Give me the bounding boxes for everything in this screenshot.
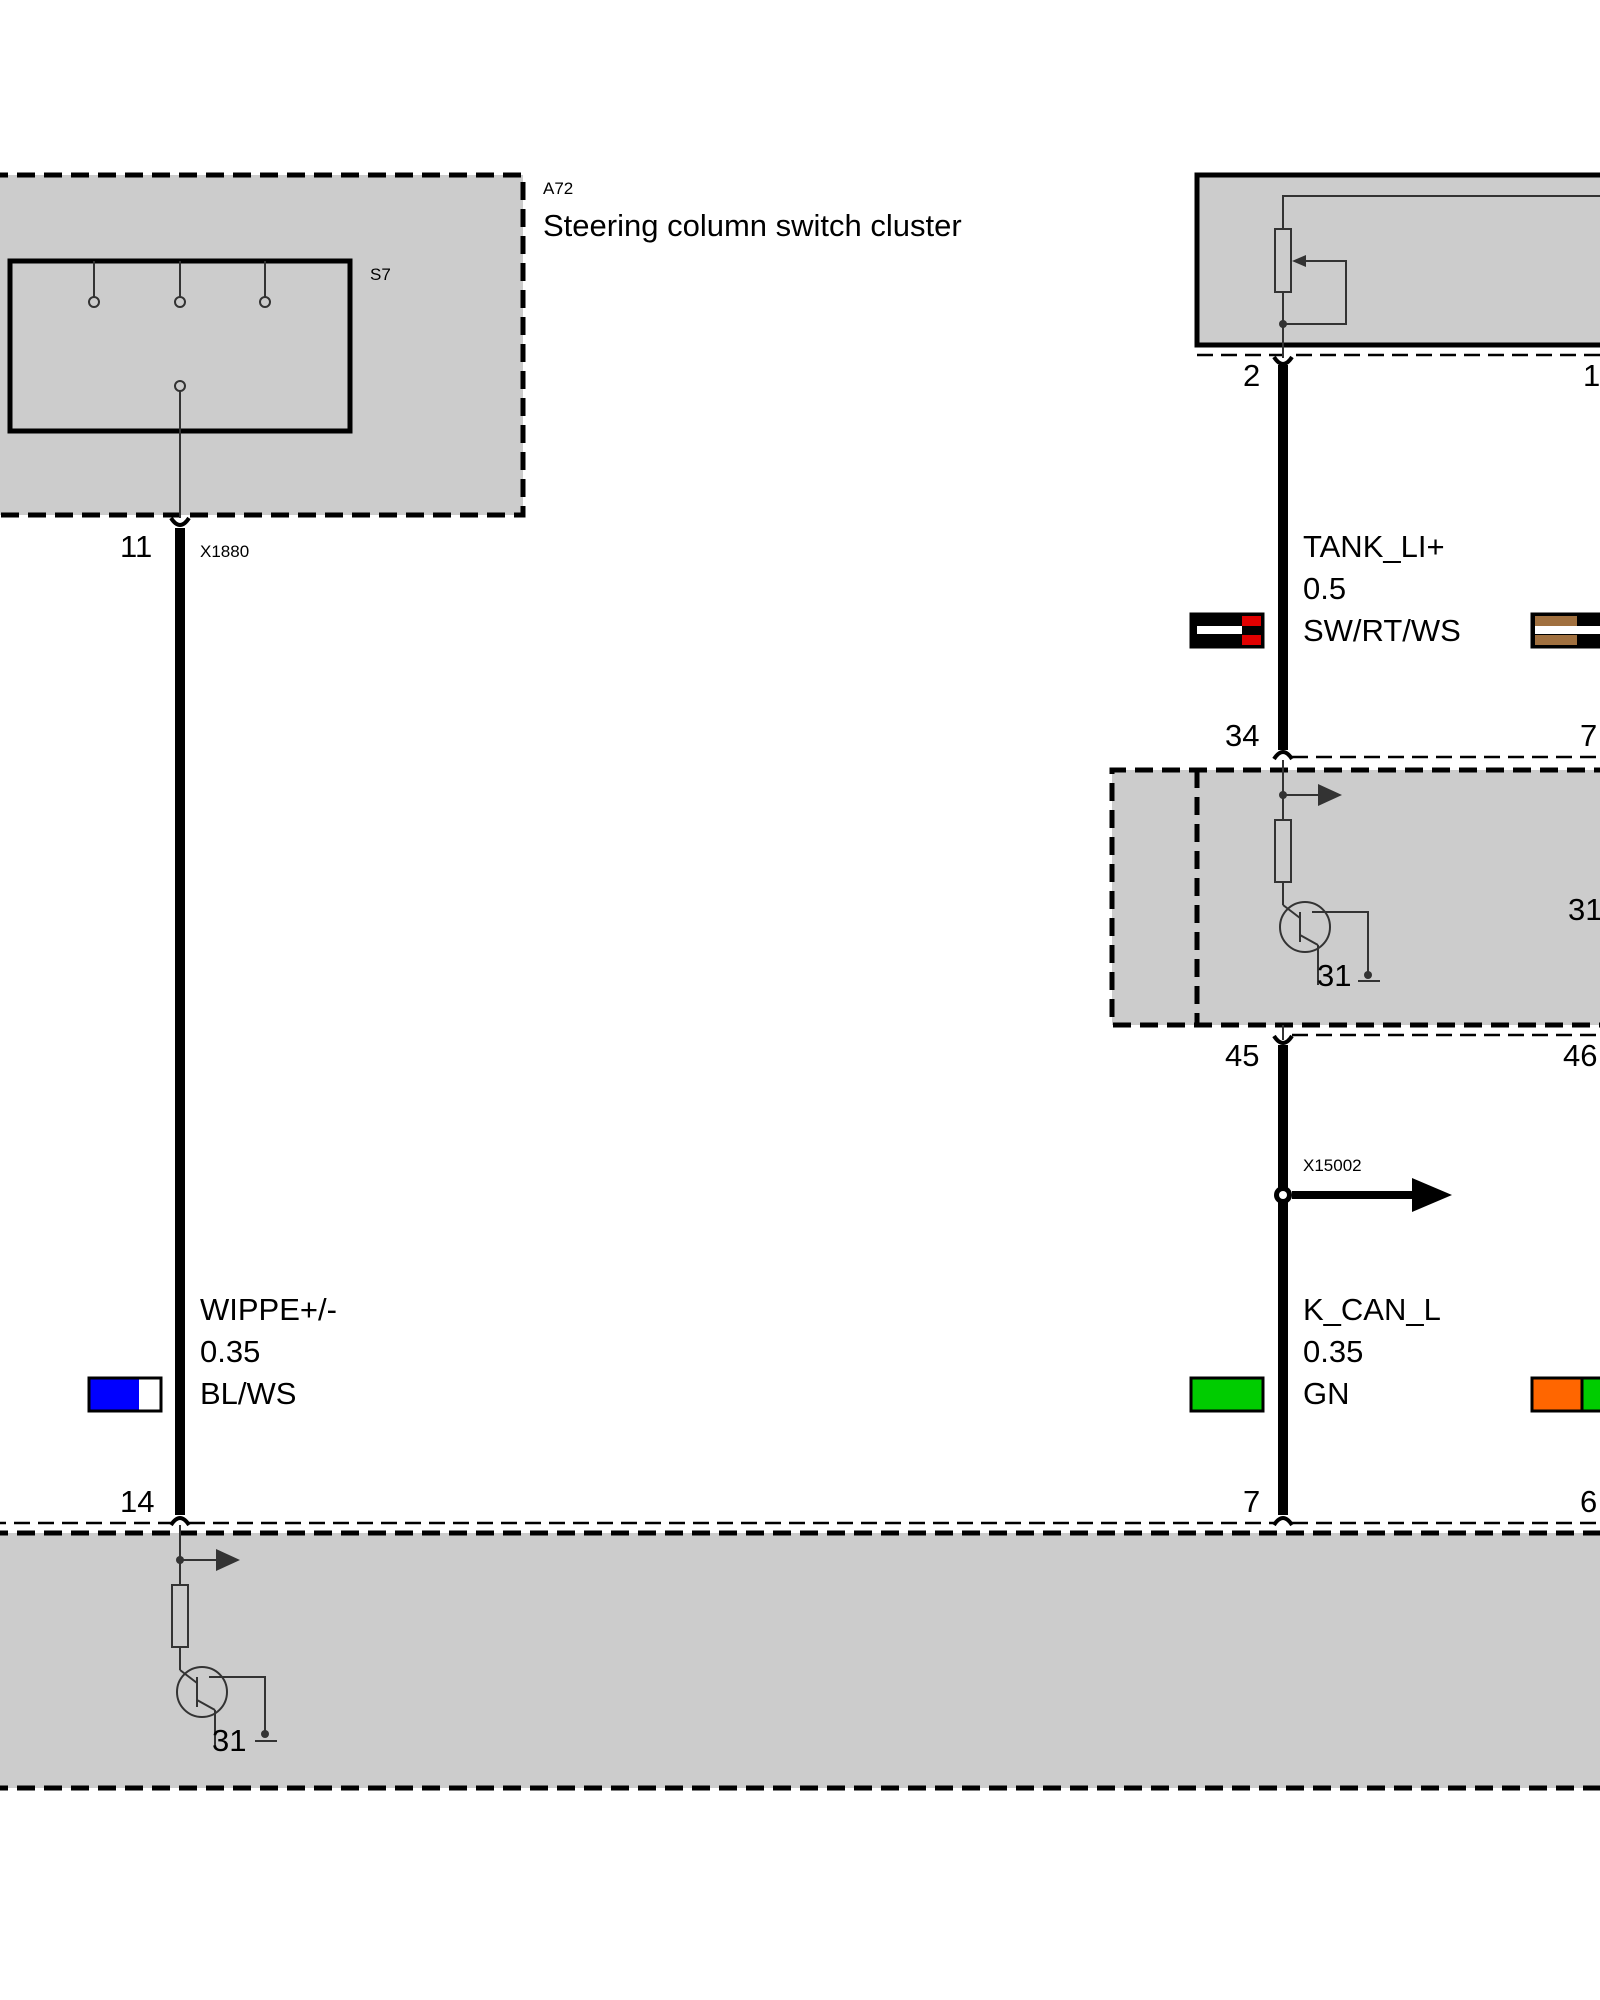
s7-id: S7	[370, 265, 391, 284]
wire-wippe	[169, 516, 191, 1527]
wippe-signal: WIPPE+/-	[200, 1292, 337, 1327]
a72-module	[0, 172, 526, 518]
bottom-module	[0, 1521, 1600, 1791]
ground-31-bottom: 31	[212, 1723, 246, 1758]
kcan-signal: K_CAN_L	[1303, 1292, 1441, 1327]
pin-31-side: 31	[1568, 892, 1600, 927]
wire-kcan	[1272, 1034, 1294, 1527]
kcan-color-code: GN	[1303, 1376, 1350, 1411]
pin-2: 2	[1243, 358, 1260, 393]
tank-signal: TANK_LI+	[1303, 529, 1445, 564]
pin-7-bottom: 7	[1243, 1484, 1260, 1519]
pin-34: 34	[1225, 718, 1259, 753]
tank-gauge: 0.5	[1303, 571, 1346, 606]
connector-x1880: X1880	[200, 542, 249, 561]
connector-x15002: X15002	[1303, 1156, 1362, 1175]
middle-module	[1109, 755, 1600, 1040]
kcan-color-swatch	[1189, 1376, 1265, 1413]
pin-46: 46	[1563, 1038, 1597, 1073]
tank-color-code: SW/RT/WS	[1303, 613, 1461, 648]
a72-id: A72	[543, 179, 573, 198]
pin-7-top: 7	[1580, 718, 1597, 753]
x15002-splice-arrow	[1274, 1178, 1452, 1212]
orange-green-partial-swatch	[1530, 1376, 1600, 1413]
wire-tank	[1272, 355, 1294, 761]
wippe-color-code: BL/WS	[200, 1376, 296, 1411]
kcan-gauge: 0.35	[1303, 1334, 1363, 1369]
pin-45: 45	[1225, 1038, 1259, 1073]
fuel-level-sensor-module	[1194, 172, 1600, 358]
tank-color-swatch	[1189, 612, 1265, 649]
pin-6: 6	[1580, 1484, 1597, 1519]
pin-14: 14	[120, 1484, 154, 1519]
pin-1: 1	[1583, 358, 1600, 393]
wippe-color-swatch	[87, 1376, 163, 1413]
ground-31-mid: 31	[1317, 958, 1351, 993]
a72-title: Steering column switch cluster	[543, 208, 962, 243]
pin-11: 11	[120, 529, 152, 564]
wippe-gauge: 0.35	[200, 1334, 260, 1369]
brown-partial-swatch	[1530, 612, 1600, 649]
s7-switch	[7, 258, 353, 518]
